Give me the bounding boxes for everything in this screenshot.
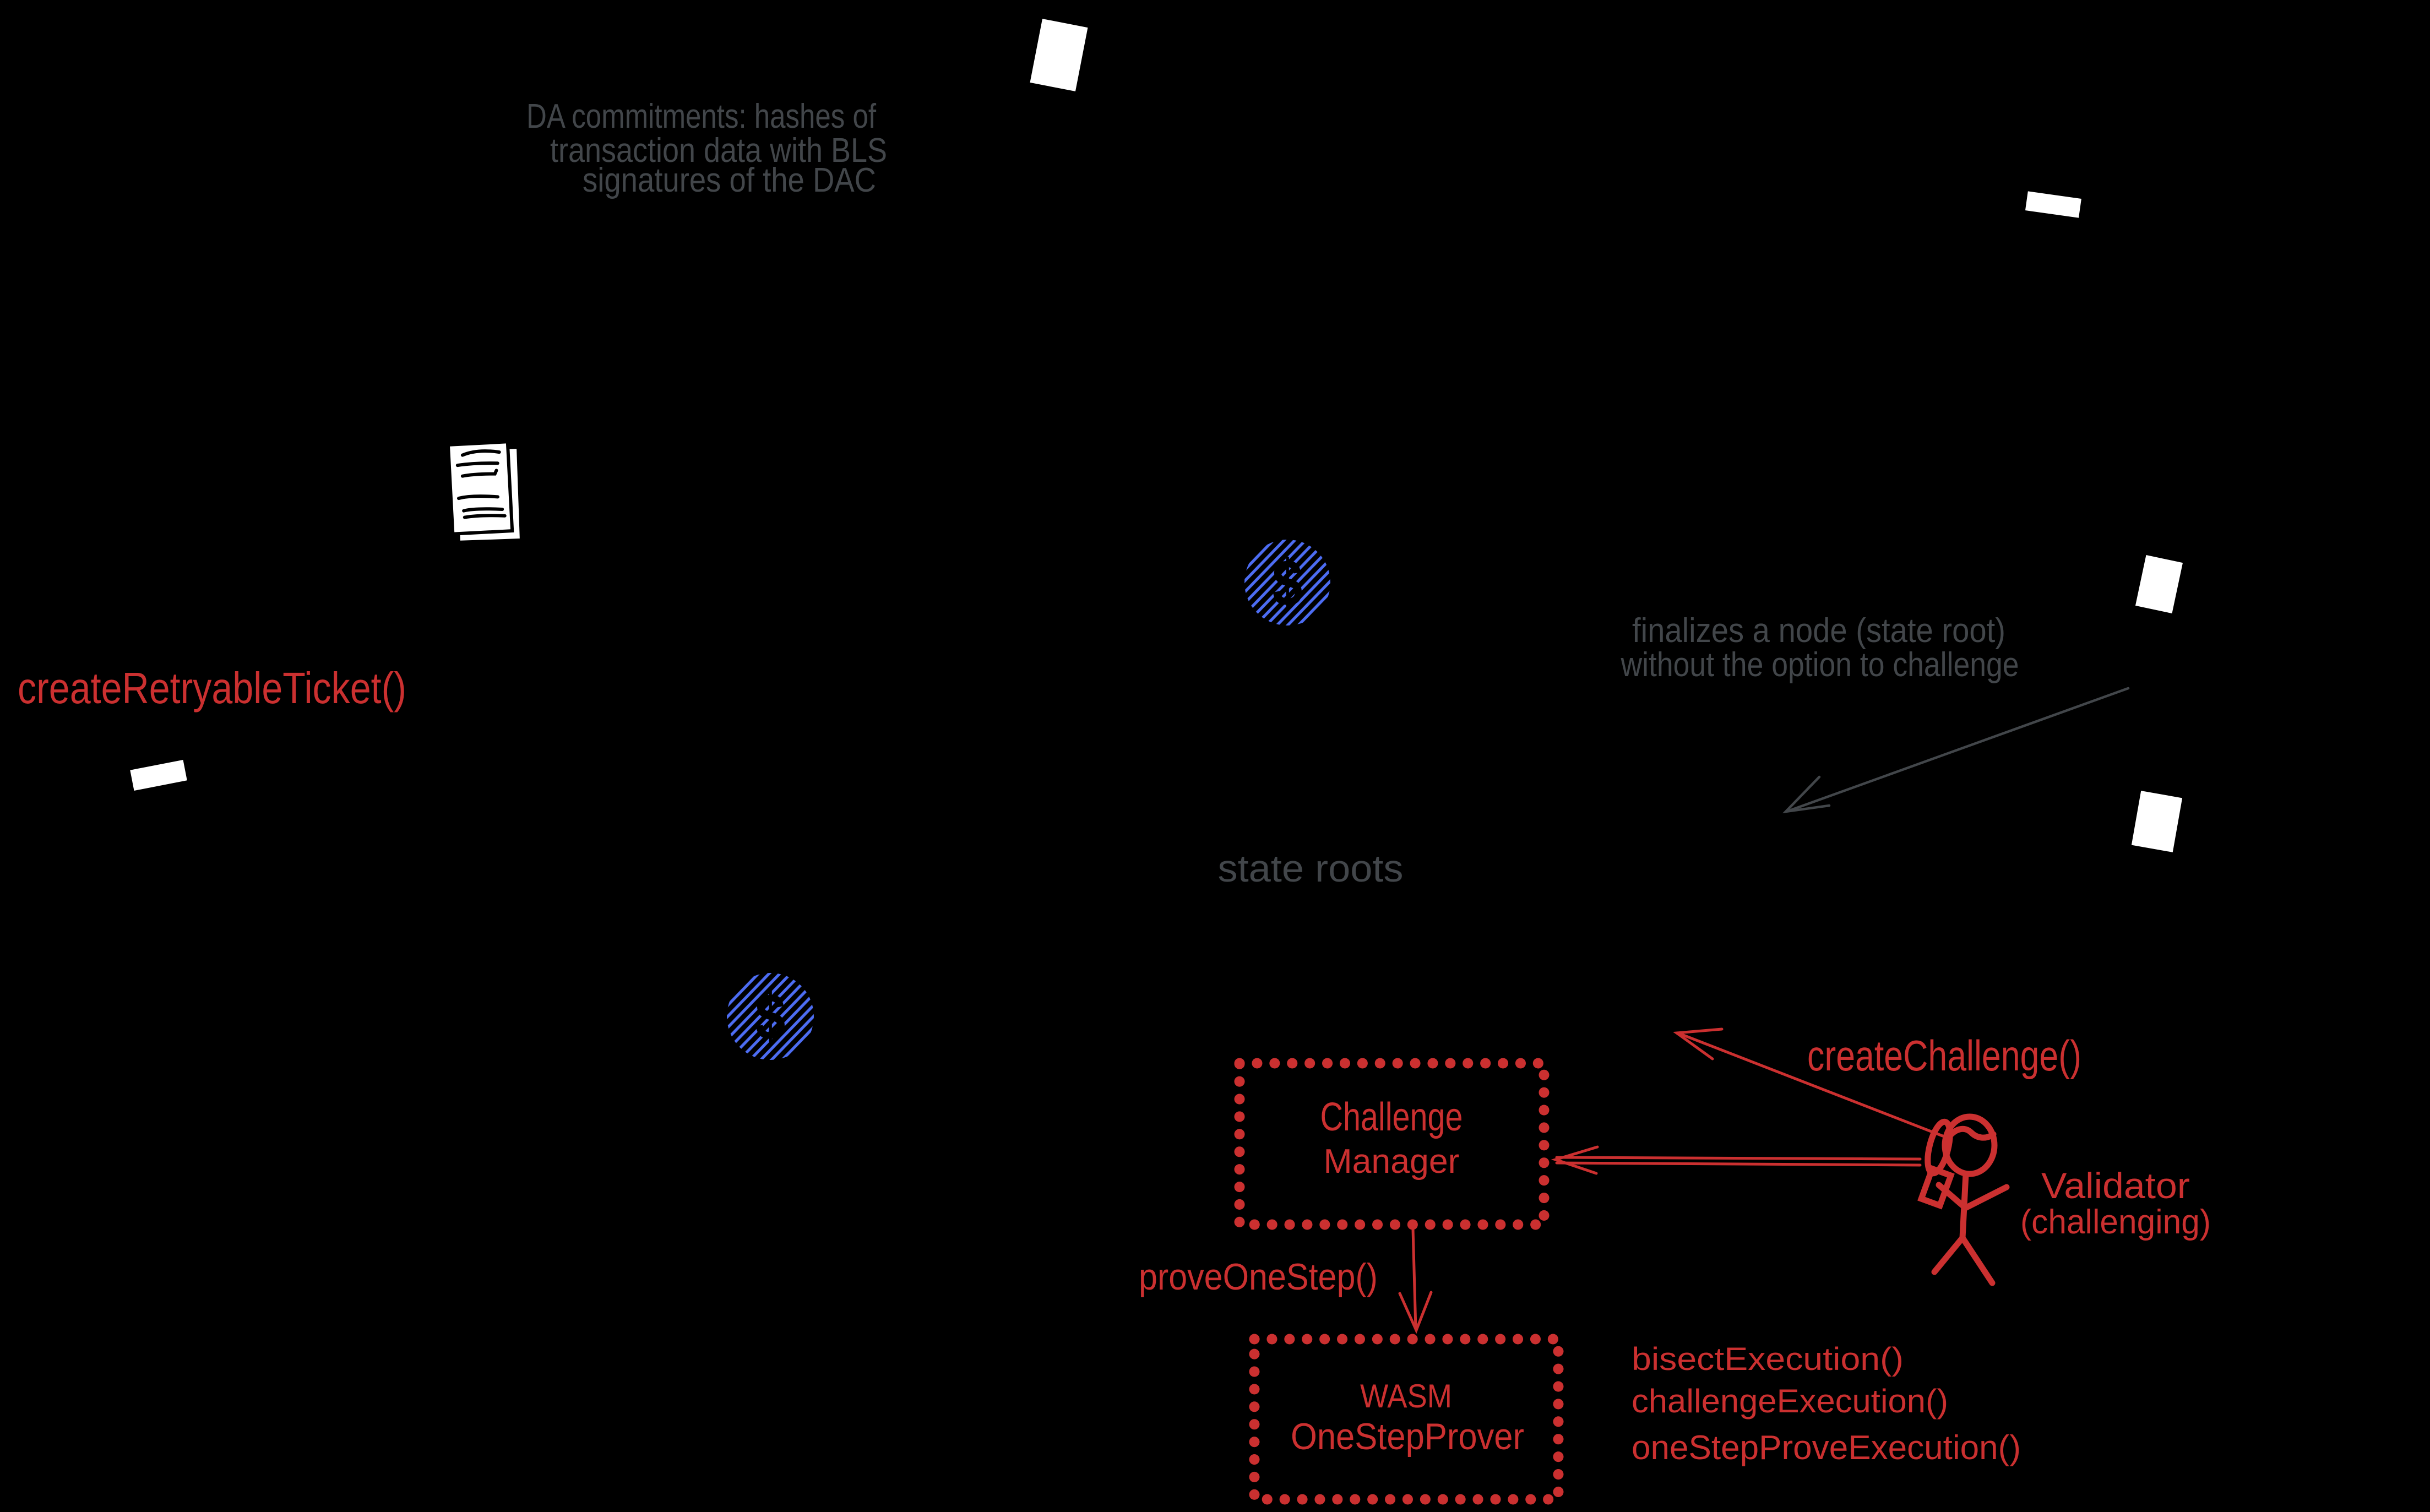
svg-text:Manager: Manager: [1324, 1143, 1460, 1181]
svg-text:$: $: [1273, 546, 1303, 620]
svg-text:WASM: WASM: [1360, 1378, 1452, 1415]
svg-text:bisectExecution(): bisectExecution(): [1632, 1341, 1904, 1377]
svg-text:OneStepProver: OneStepProver: [1291, 1416, 1524, 1457]
svg-text:Challenge: Challenge: [1320, 1095, 1463, 1139]
svg-text:createChallenge(): createChallenge(): [1807, 1031, 2081, 1080]
svg-text:state roots: state roots: [1218, 847, 1404, 890]
svg-text:Validator: Validator: [2041, 1165, 2190, 1206]
svg-text:createRetryableTicket(): createRetryableTicket(): [18, 663, 406, 713]
svg-text:(challenging): (challenging): [2020, 1203, 2211, 1241]
svg-text:finalizes a node (state root): finalizes a node (state root): [1632, 612, 2005, 650]
svg-text:signatures of the DAC: signatures of the DAC: [583, 161, 876, 199]
svg-text:oneStepProveExecution(): oneStepProveExecution(): [1632, 1429, 2021, 1467]
svg-text:$: $: [755, 980, 786, 1054]
svg-text:transaction data with BLS: transaction data with BLS: [550, 132, 887, 170]
svg-text:challengeExecution(): challengeExecution(): [1632, 1383, 1948, 1419]
svg-text:without the option to challeng: without the option to challenge: [1621, 646, 2019, 684]
svg-text:proveOneStep(): proveOneStep(): [1139, 1256, 1378, 1298]
svg-text:DA commitments: hashes of: DA commitments: hashes of: [526, 97, 877, 135]
